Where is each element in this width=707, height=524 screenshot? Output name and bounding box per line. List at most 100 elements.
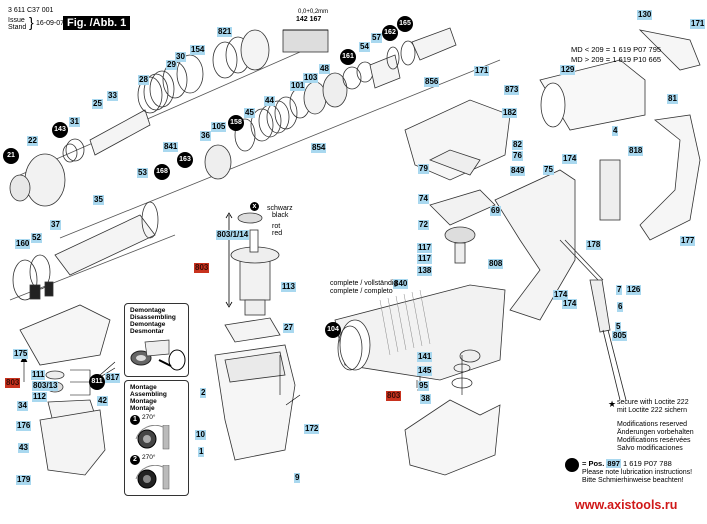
part-label[interactable]: 854 <box>311 143 327 153</box>
part-label[interactable]: 42 <box>97 396 108 406</box>
part-label[interactable]: 818 <box>628 146 644 156</box>
part-label[interactable]: 2 <box>200 388 207 398</box>
part-label[interactable]: 873 <box>504 85 520 95</box>
part-label[interactable]: 34 <box>17 401 28 411</box>
part-label[interactable]: 101 <box>290 81 306 91</box>
part-label[interactable]: 113 <box>281 282 296 292</box>
part-label[interactable]: 174 <box>562 299 578 309</box>
part-label[interactable]: 48 <box>319 64 330 74</box>
part-brush-plate <box>19 304 111 366</box>
part-label[interactable]: 174 <box>562 154 578 164</box>
part-label[interactable]: 808 <box>488 259 504 269</box>
part-label[interactable]: 145 <box>417 366 433 376</box>
part-label[interactable]: 112 <box>32 392 47 402</box>
part-label-assembly[interactable]: 803 <box>5 378 21 388</box>
part-label[interactable]: 168 <box>154 164 170 180</box>
part-label[interactable]: 171 <box>690 19 706 29</box>
part-label[interactable]: 182 <box>502 108 518 118</box>
part-label[interactable]: 25 <box>92 99 103 109</box>
part-label[interactable]: 79 <box>418 164 429 174</box>
part-label[interactable]: 52 <box>31 233 42 243</box>
part-label[interactable]: 75 <box>543 165 554 175</box>
part-label[interactable]: 74 <box>418 194 429 204</box>
part-label[interactable]: 1 <box>198 447 205 457</box>
part-label[interactable]: 840 <box>393 279 409 289</box>
part-label[interactable]: 162 <box>382 25 398 41</box>
part-label[interactable]: 35 <box>93 195 104 205</box>
part-label[interactable]: 4 <box>612 126 619 136</box>
part-label-assembly[interactable]: 803 <box>194 263 210 273</box>
pos-number[interactable]: 897 <box>606 459 621 468</box>
part-label[interactable]: 817 <box>105 373 121 383</box>
part-label[interactable]: 30 <box>175 52 186 62</box>
assembly-inset: Montage Assembling Montage Montaje 1 270… <box>124 380 189 496</box>
part-label[interactable]: 138 <box>417 266 433 276</box>
website-link[interactable]: www.axistools.ru <box>575 498 678 512</box>
part-label[interactable]: 163 <box>177 152 193 168</box>
part-label[interactable]: 165 <box>397 16 413 32</box>
part-label[interactable]: 130 <box>637 10 653 20</box>
part-label[interactable]: 160 <box>15 239 31 249</box>
part-label[interactable]: 22 <box>27 136 38 146</box>
part-label[interactable]: 143 <box>52 122 68 138</box>
part-label[interactable]: 31 <box>69 117 80 127</box>
part-label[interactable]: 81 <box>667 94 678 104</box>
part-label[interactable]: 821 <box>217 27 233 37</box>
disassembly-illustration <box>130 339 186 371</box>
part-label[interactable]: 33 <box>107 91 118 101</box>
part-label[interactable]: 178 <box>586 240 602 250</box>
part-label[interactable]: 129 <box>560 65 576 75</box>
part-label[interactable]: 174 <box>553 290 569 300</box>
part-label[interactable]: 21 <box>3 148 19 164</box>
part-label[interactable]: 803/13 <box>32 381 59 391</box>
part-label[interactable]: 111 <box>31 370 46 380</box>
part-label[interactable]: 82 <box>512 140 523 150</box>
part-label[interactable]: 43 <box>18 443 29 453</box>
part-label[interactable]: 95 <box>418 381 429 391</box>
part-label[interactable]: 57 <box>371 33 382 43</box>
part-label[interactable]: 172 <box>304 424 320 434</box>
part-label[interactable]: 72 <box>418 220 429 230</box>
part-label[interactable]: 7 <box>616 285 623 295</box>
part-label[interactable]: 158 <box>228 115 244 131</box>
part-label[interactable]: 154 <box>190 45 206 55</box>
part-label[interactable]: 6 <box>617 302 624 312</box>
part-label[interactable]: 161 <box>340 49 356 65</box>
part-label[interactable]: 103 <box>303 73 319 83</box>
part-label[interactable]: 44 <box>264 96 275 106</box>
part-label[interactable]: 176 <box>16 421 32 431</box>
part-label[interactable]: 126 <box>626 285 642 295</box>
part-label[interactable]: 28 <box>138 75 149 85</box>
part-label-assembly[interactable]: 803 <box>386 391 402 401</box>
part-label[interactable]: 805 <box>612 331 628 341</box>
part-label[interactable]: 841 <box>163 142 179 152</box>
part-label[interactable]: 54 <box>359 42 370 52</box>
part-label[interactable]: 104 <box>325 322 341 338</box>
part-label[interactable]: 69 <box>490 206 501 216</box>
part-label[interactable]: 10 <box>195 430 206 440</box>
part-label[interactable]: 53 <box>137 168 148 178</box>
part-label[interactable]: 811 <box>89 374 105 390</box>
part-label[interactable]: 105 <box>211 122 227 132</box>
part-label[interactable]: 29 <box>166 60 177 70</box>
part-label[interactable]: 171 <box>474 66 490 76</box>
part-label[interactable]: 37 <box>50 220 61 230</box>
part-label[interactable]: 856 <box>424 77 440 87</box>
part-label[interactable]: 849 <box>510 166 526 176</box>
issue-label-de: Stand <box>8 24 27 31</box>
part-label[interactable]: 141 <box>417 352 433 362</box>
part-label[interactable]: 45 <box>244 108 255 118</box>
part-label[interactable]: 9 <box>294 473 301 483</box>
part-label[interactable]: 36 <box>200 131 211 141</box>
part-label[interactable]: 175 <box>13 349 29 359</box>
part-label[interactable]: 177 <box>680 236 696 246</box>
part-label[interactable]: 38 <box>420 394 431 404</box>
part-label[interactable]: 5 <box>615 322 622 332</box>
part-label[interactable]: 803/1/14 <box>216 230 250 240</box>
part-label[interactable]: 27 <box>283 323 294 333</box>
part-label[interactable]: 117 <box>417 254 432 264</box>
part-label[interactable]: 179 <box>16 475 32 485</box>
modifications-note-de: Änderungen vorbehalten <box>617 429 694 436</box>
part-label[interactable]: 76 <box>512 151 523 161</box>
part-label[interactable]: 117 <box>417 243 432 253</box>
